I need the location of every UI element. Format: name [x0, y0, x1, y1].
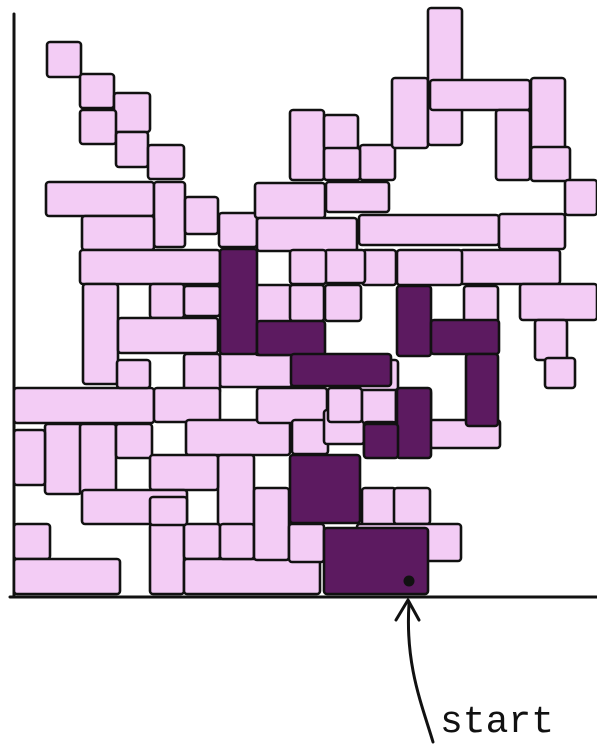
light-tetromino-tile [116, 132, 148, 167]
light-tetromino-tile [46, 182, 154, 216]
light-tetromino-tile [397, 250, 462, 285]
light-tetromino-tile [289, 524, 324, 562]
light-tetromino-tile [496, 110, 530, 180]
start-dot [404, 576, 415, 587]
light-tetromino-tile [324, 115, 358, 149]
light-tetromino-tile [80, 424, 116, 494]
light-tetromino-tile [290, 285, 324, 321]
light-tetromino-tile [362, 488, 396, 528]
light-tetromino-tile [80, 74, 114, 108]
dark-tetromino-tile [397, 388, 431, 458]
light-tetromino-tile [254, 488, 289, 560]
light-tetromino-tile [290, 250, 326, 284]
light-tetromino-tile [150, 455, 218, 490]
light-tetromino-tile [154, 388, 220, 422]
light-tetromino-tile [324, 148, 360, 180]
light-tetromino-tile [220, 524, 254, 559]
light-tetromino-tile [114, 93, 150, 132]
light-tetromino-tile [392, 78, 428, 148]
light-tetromino-tile [219, 213, 257, 247]
light-tetromino-tile [326, 182, 389, 212]
light-tetromino-tile [148, 145, 184, 179]
light-tetromino-tile [185, 197, 218, 234]
light-tetromino-tile [184, 524, 220, 559]
light-tetromino-tile [428, 8, 462, 145]
light-tetromino-tile [520, 284, 597, 320]
start-label: start [440, 701, 554, 744]
light-tetromino-tile [499, 214, 565, 249]
dark-tetromino-tile [257, 321, 325, 355]
dark-tetromino-tile [397, 286, 431, 356]
light-tetromino-tile [80, 110, 116, 144]
light-tetromino-tile [184, 559, 320, 594]
light-tetromino-tile [150, 497, 187, 525]
dark-tetromino-tile [364, 424, 398, 458]
light-tetromino-tile [535, 320, 567, 360]
light-tetromino-tile [117, 360, 150, 388]
light-tetromino-tile [14, 559, 120, 594]
light-tetromino-tile [150, 524, 184, 594]
light-tetromino-tile [82, 216, 154, 250]
start-arrow-icon [408, 604, 433, 742]
light-tetromino-tile [220, 352, 292, 387]
light-tetromino-tile [14, 388, 154, 423]
light-tetromino-tile [14, 524, 50, 559]
light-tetromino-tile [328, 388, 362, 422]
light-tetromino-tile [394, 488, 430, 524]
light-tetromino-tile [359, 215, 499, 245]
light-tetromino-tile [116, 424, 152, 458]
light-tetromino-tile [290, 110, 324, 180]
light-tetromino-tile [325, 250, 365, 283]
light-tetromino-tile [545, 358, 575, 388]
dark-tetromino-tile [431, 320, 499, 354]
dark-tetromino-tile [290, 455, 360, 523]
light-tetromino-tile [362, 388, 396, 423]
light-tetromino-tile [14, 430, 45, 485]
light-tetromino-tile [292, 420, 328, 454]
light-tetromino-tile [184, 286, 220, 316]
light-tetromino-tile [531, 78, 565, 153]
light-tetromino-tile [154, 182, 185, 247]
light-tetromino-tile [83, 284, 118, 384]
light-tetromino-tile [150, 284, 184, 318]
light-tetromino-tile [186, 420, 290, 455]
light-tetromino-tile [80, 250, 220, 284]
light-tetromino-tile [255, 183, 325, 218]
light-tetromino-tile [47, 42, 81, 77]
light-tetromino-tile [460, 250, 560, 284]
light-tetromino-tile [257, 388, 327, 423]
light-tetromino-tile [325, 285, 361, 321]
dark-tetromino-tile [291, 354, 391, 386]
light-tetromino-tile [118, 318, 218, 353]
light-tetromino-tile [257, 218, 357, 251]
light-tetromino-tile [362, 250, 396, 285]
dark-tetromino-tile [466, 354, 498, 426]
light-tetromino-tile [45, 424, 81, 494]
light-tetromino-tile [565, 180, 597, 215]
dark-tetromino-tile [220, 249, 257, 354]
light-tetromino-tile [430, 80, 530, 110]
light-tetromino-tile [218, 455, 254, 525]
light-tetromino-tile [360, 145, 395, 180]
light-tetromino-tile [531, 147, 570, 181]
